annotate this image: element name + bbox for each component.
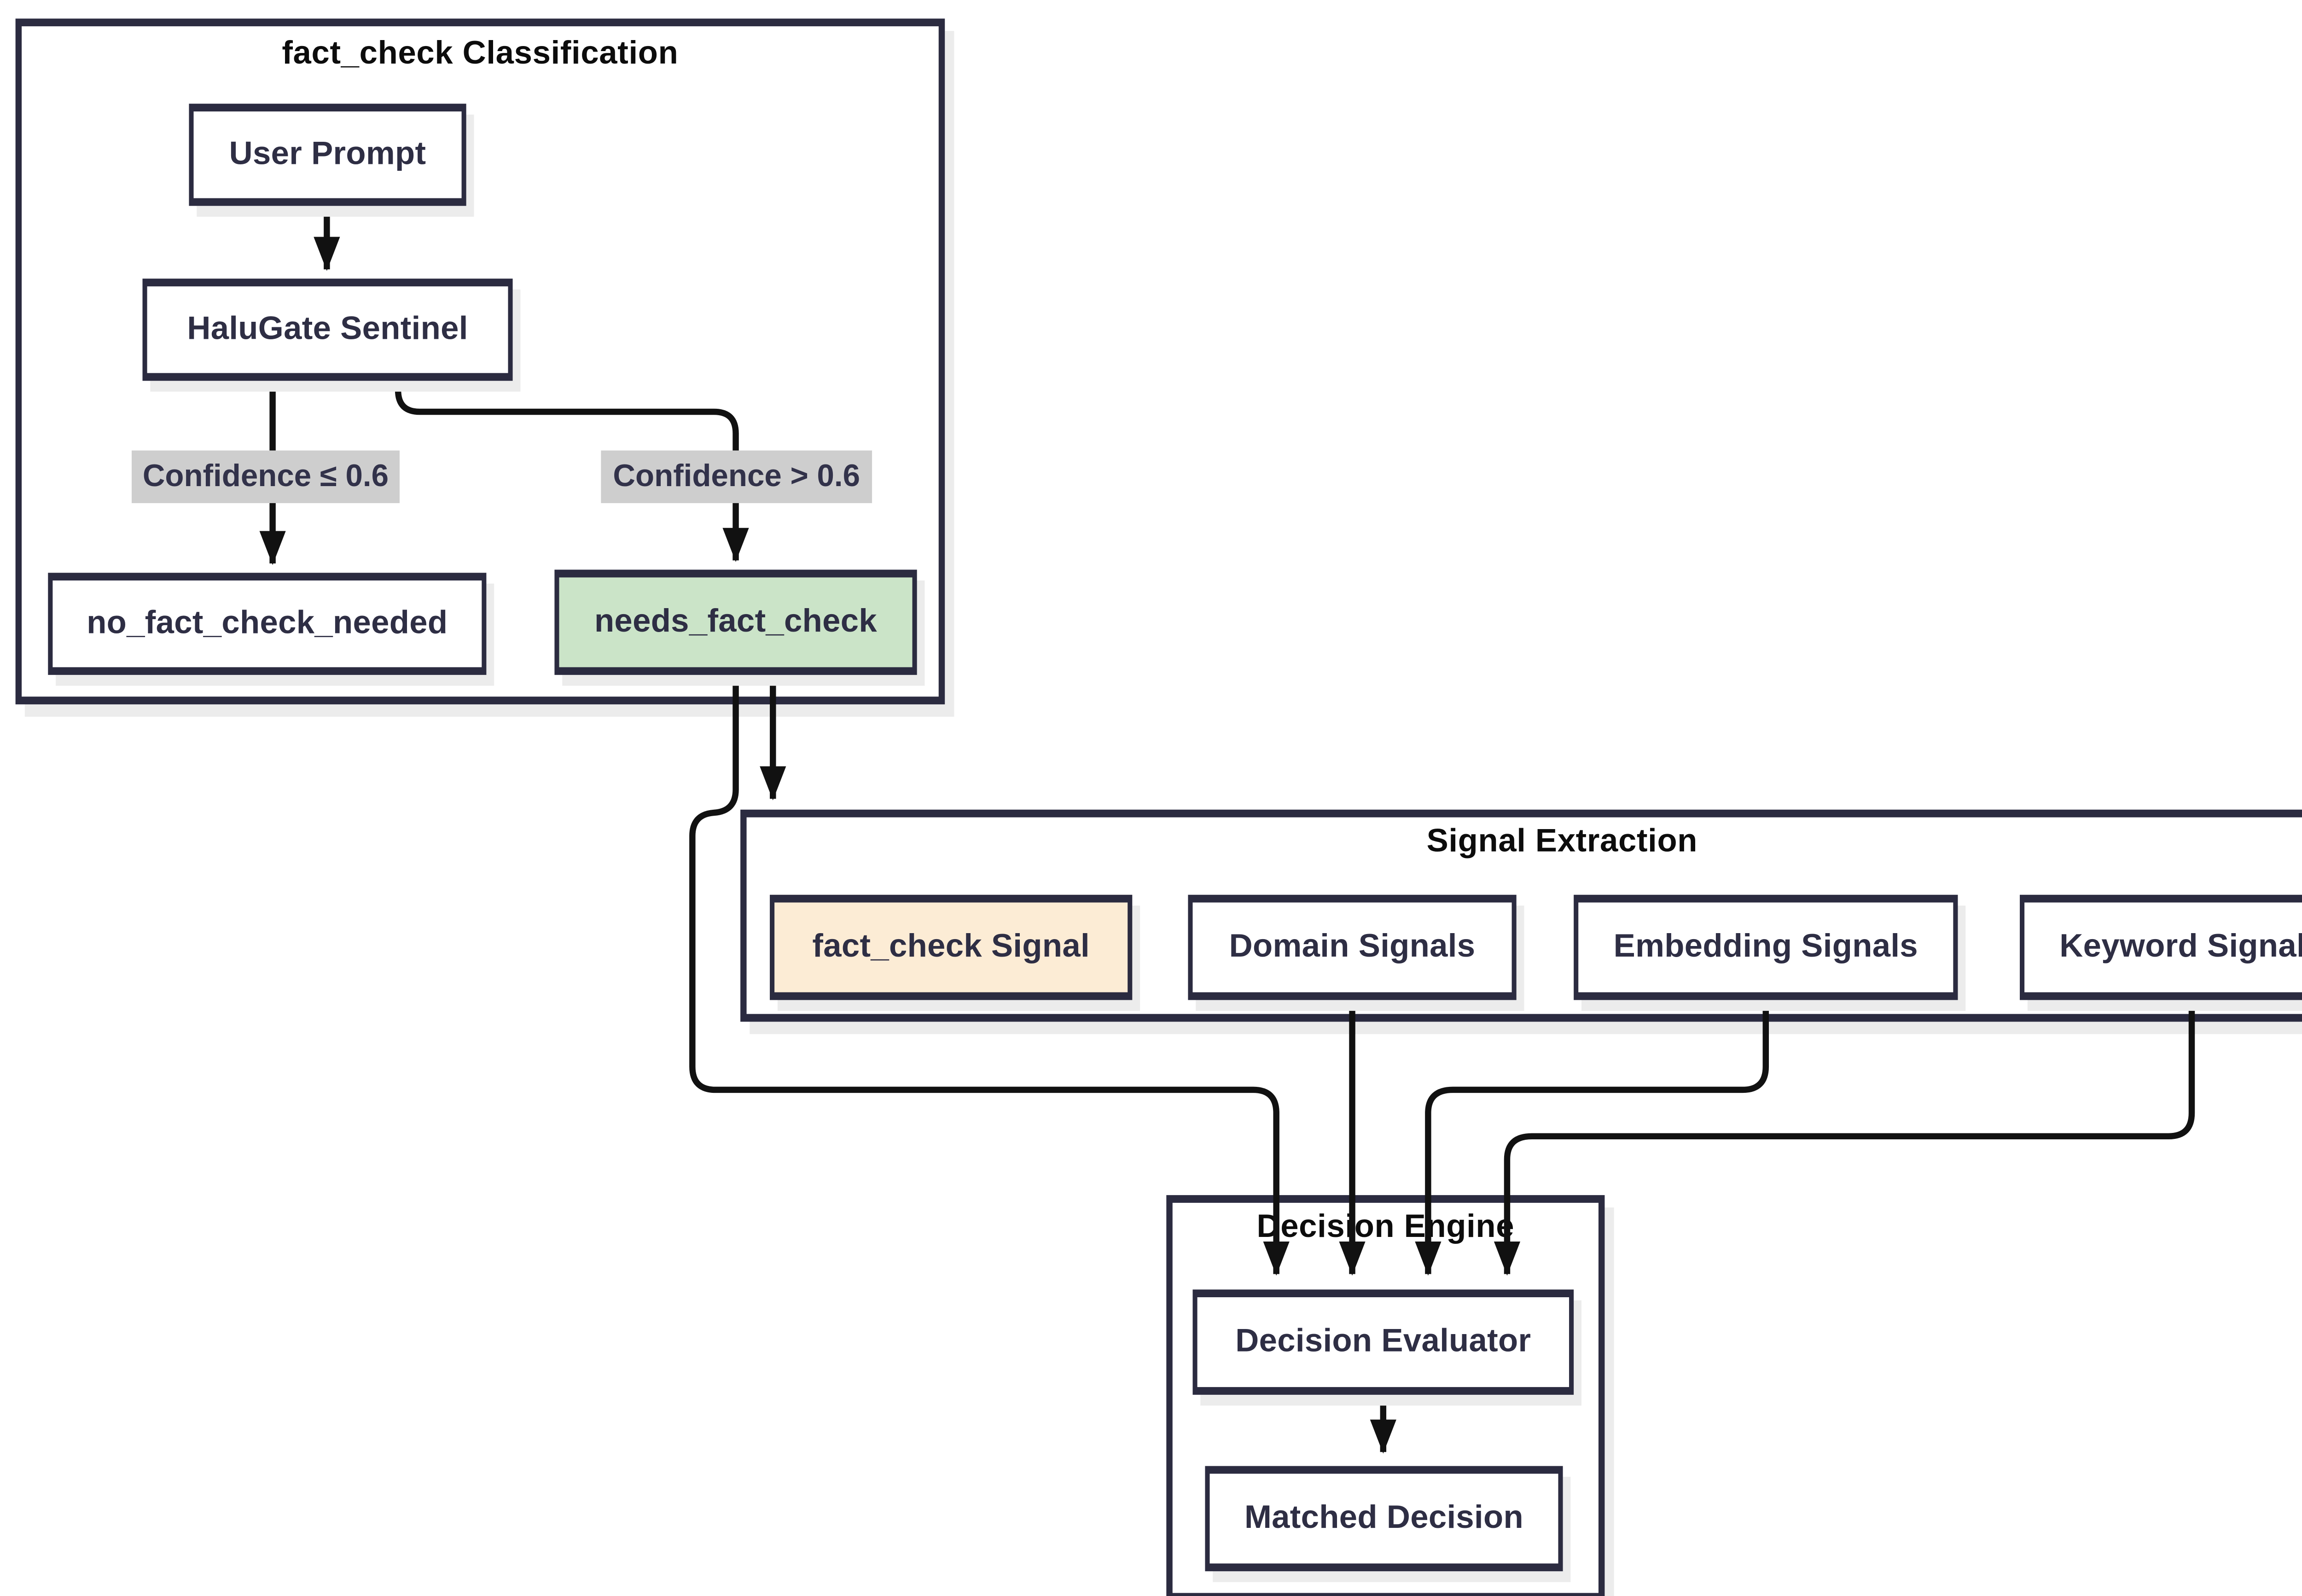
node-embedding-signals: Embedding Signals xyxy=(1574,894,1958,1000)
node-embedding-signals-label: Embedding Signals xyxy=(1613,929,1918,965)
node-user-prompt-label: User Prompt xyxy=(229,136,426,172)
node-matched-decision: Matched Decision xyxy=(1205,1466,1563,1572)
node-fact-check-signal: fact_check Signal xyxy=(770,894,1133,1000)
node-no-fact-check-needed: no_fact_check_needed xyxy=(48,573,487,675)
edge-label-confidence-low: Confidence ≤ 0.6 xyxy=(131,450,400,503)
node-domain-signals: Domain Signals xyxy=(1188,894,1517,1000)
subgraph-title-signal-extraction: Signal Extraction xyxy=(1426,824,1698,859)
node-domain-signals-label: Domain Signals xyxy=(1229,929,1476,965)
node-halugate-sentinel: HaluGate Sentinel xyxy=(142,279,513,381)
edge-keyword-signals-to-decision-evaluator xyxy=(1494,1001,2195,1276)
node-decision-evaluator: Decision Evaluator xyxy=(1192,1289,1574,1395)
edge-label-confidence-high-text: Confidence > 0.6 xyxy=(613,459,860,493)
subgraph-title-decision-engine: Decision Engine xyxy=(1256,1209,1515,1245)
node-keyword-signals-label: Keyword Signals xyxy=(2059,929,2302,965)
node-fact-check-signal-label: fact_check Signal xyxy=(812,929,1090,965)
node-halugate-sentinel-label: HaluGate Sentinel xyxy=(187,311,468,347)
edge-label-confidence-high: Confidence > 0.6 xyxy=(601,450,872,503)
node-matched-decision-label: Matched Decision xyxy=(1244,1500,1524,1536)
subgraph-title-fact-check-classification: fact_check Classification xyxy=(282,35,679,71)
node-user-prompt: User Prompt xyxy=(189,104,466,206)
node-decision-evaluator-label: Decision Evaluator xyxy=(1235,1323,1531,1359)
node-needs-fact-check-label: needs_fact_check xyxy=(594,604,878,639)
node-needs-fact-check: needs_fact_check xyxy=(554,569,917,675)
edge-label-confidence-low-text: Confidence ≤ 0.6 xyxy=(142,459,389,493)
node-keyword-signals: Keyword Signals xyxy=(2020,894,2302,1000)
node-no-fact-check-needed-label: no_fact_check_needed xyxy=(87,605,448,641)
